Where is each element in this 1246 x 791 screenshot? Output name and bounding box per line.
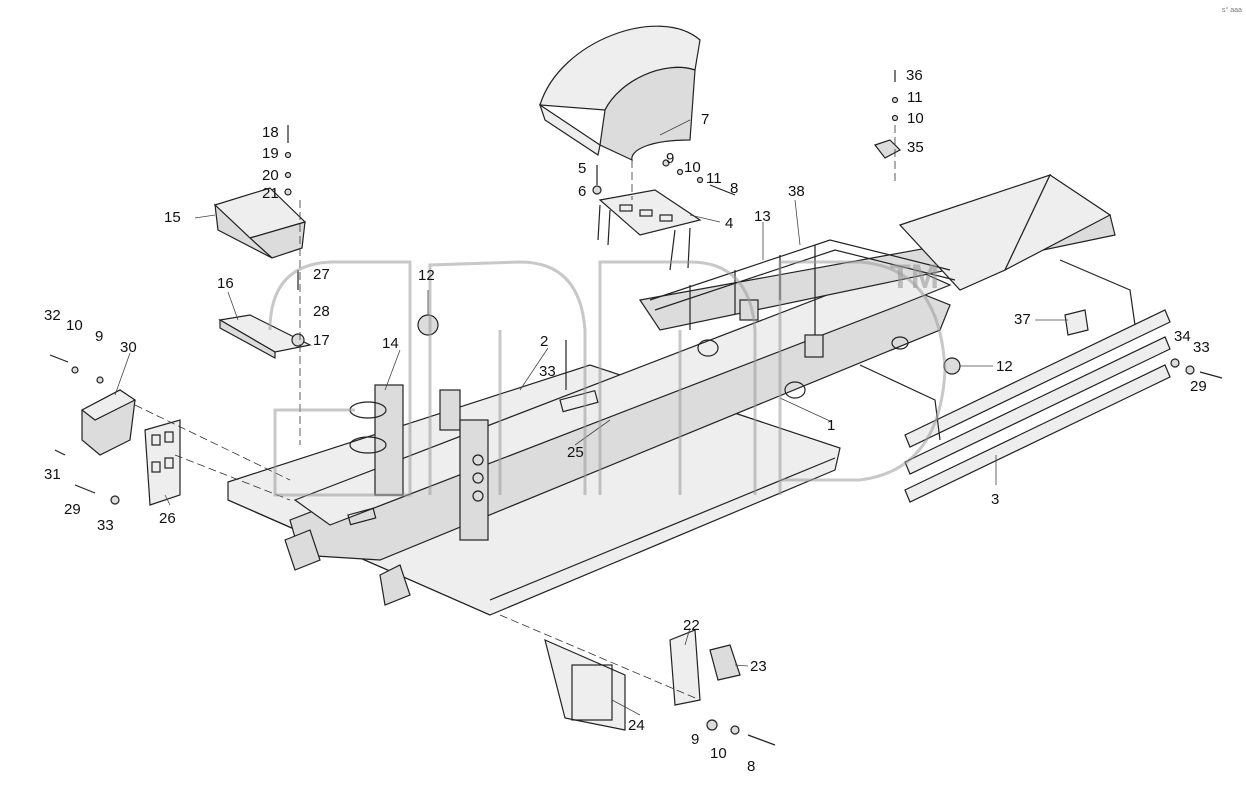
callout-5: 5 — [578, 160, 586, 177]
callout-7: 7 — [701, 111, 709, 128]
main-frame — [284, 173, 1116, 606]
watermark-tm: TM — [890, 258, 939, 296]
callout-22: 22 — [683, 617, 700, 634]
cover-part-15 — [213, 187, 307, 259]
callout-21: 21 — [262, 185, 279, 202]
callout-36: 36 — [906, 67, 923, 84]
bracket-part-24 — [544, 638, 626, 731]
callout-11-right: 11 — [907, 89, 923, 106]
callout-3: 3 — [991, 491, 999, 508]
callout-26: 26 — [159, 510, 176, 527]
callout-10-right: 10 — [907, 110, 924, 127]
callout-12-left: 12 — [418, 267, 435, 284]
callout-4: 4 — [725, 215, 733, 232]
callout-10-left: 10 — [66, 317, 83, 334]
callout-9-bottom: 9 — [691, 731, 699, 748]
callout-34: 34 — [1174, 328, 1191, 345]
callout-11-top: 11 — [706, 170, 722, 187]
callout-1: 1 — [827, 417, 835, 434]
callout-13: 13 — [754, 208, 771, 225]
callout-23: 23 — [750, 658, 767, 675]
callout-32: 32 — [44, 307, 61, 324]
assembly-lines — [134, 125, 896, 701]
callout-30: 30 — [120, 339, 137, 356]
plate-part-16 — [218, 314, 312, 360]
bracket-part-4 — [597, 189, 702, 271]
side-rails — [859, 259, 1171, 503]
callout-16: 16 — [217, 275, 234, 292]
callout-8-top: 8 — [730, 180, 738, 197]
callout-18: 18 — [262, 124, 279, 141]
callout-37: 37 — [1014, 311, 1031, 328]
callout-9-left: 9 — [95, 328, 103, 345]
callout-14: 14 — [382, 335, 399, 352]
callout-33-left: 33 — [97, 517, 114, 534]
corner-mark: s° aaa — [1222, 6, 1242, 14]
callout-35: 35 — [907, 139, 924, 156]
callout-38: 38 — [788, 183, 805, 200]
callout-25: 25 — [567, 444, 584, 461]
callout-33-center: 33 — [539, 363, 556, 380]
plug-left — [417, 314, 439, 336]
callout-15: 15 — [164, 209, 181, 226]
clamp-part-35 — [874, 139, 901, 159]
plate-part-26 — [144, 419, 181, 506]
clip-part-23 — [709, 644, 741, 681]
callout-9-top: 9 — [666, 150, 674, 167]
plate-part-22 — [669, 629, 701, 706]
callout-6: 6 — [578, 183, 586, 200]
callout-33-right: 33 — [1193, 339, 1210, 356]
callout-31: 31 — [44, 466, 61, 483]
cover-part-7 — [538, 25, 701, 162]
callout-8-bottom: 8 — [747, 758, 755, 775]
block-part-30 — [80, 389, 137, 456]
callout-29-left: 29 — [64, 501, 81, 518]
plate-part-37 — [1064, 309, 1089, 336]
watermark: TM — [268, 258, 947, 497]
callout-2: 2 — [540, 333, 548, 350]
callout-28: 28 — [313, 303, 330, 320]
callout-27: 27 — [313, 266, 330, 283]
callout-24: 24 — [628, 717, 645, 734]
callout-10-top: 10 — [684, 159, 701, 176]
callout-17: 17 — [313, 332, 330, 349]
fasteners — [49, 70, 1223, 746]
callout-19: 19 — [262, 145, 279, 162]
callout-12-right: 12 — [996, 358, 1013, 375]
callout-10-bottom: 10 — [710, 745, 727, 762]
callout-20: 20 — [262, 167, 279, 184]
callout-labels: 1 2 3 4 5 6 7 8 8 9 9 9 10 10 10 10 11 1… — [44, 67, 1210, 775]
callout-29-right: 29 — [1190, 378, 1207, 395]
leader-lines — [114, 119, 1068, 716]
